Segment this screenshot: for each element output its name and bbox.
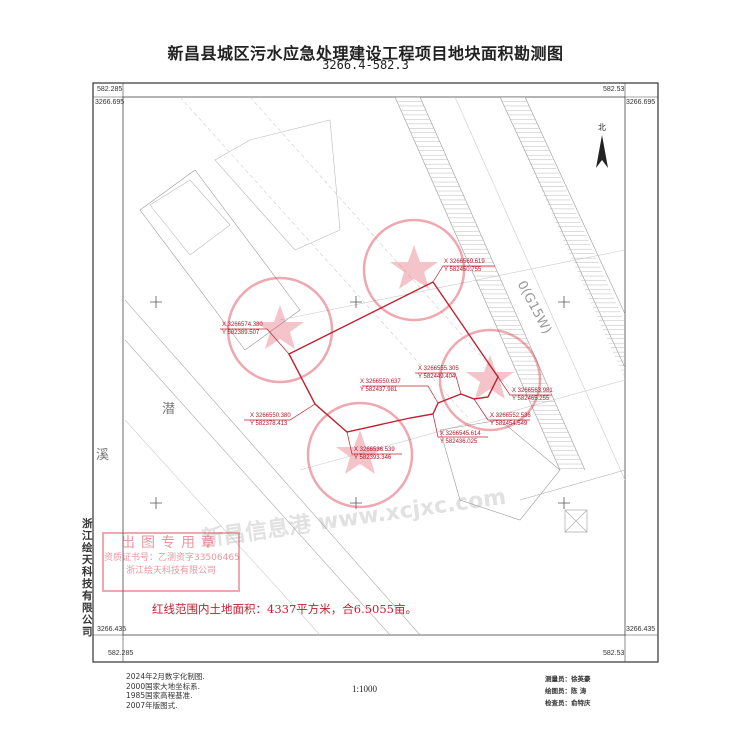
place-label-qian: 潜 xyxy=(162,402,176,417)
map-title: 新昌县城区污水应急处理建设工程项目地块面积勘测图 xyxy=(167,44,564,63)
staff-list: 测量员：徐英豪 绘图员：陈 涛 检查员：俞特庆 xyxy=(545,675,591,707)
company-stamp: 出图专用章 资质证书号：乙测资字33506465 浙江绘天科技有限公司 xyxy=(102,532,240,592)
north-arrow-icon xyxy=(596,135,608,168)
bottom-right-y: 3266.435 xyxy=(626,626,656,633)
top-right-y: 3266.695 xyxy=(626,99,656,106)
bottom-left-x: 582.285 xyxy=(108,650,134,657)
top-left-y: 3266.695 xyxy=(95,99,125,106)
area-statement: 红线范围内土地面积：4337平方米，合6.5055亩。 xyxy=(152,602,418,616)
drawing-notes: 2024年2月数字化制图. 2000国家大地坐标系. 1985国家高程基准. 2… xyxy=(126,672,205,710)
inner-frame xyxy=(122,96,626,636)
map-scale: 1:1000 xyxy=(352,684,378,694)
official-stamps xyxy=(226,218,542,509)
outer-frame xyxy=(92,82,659,663)
leader-lines xyxy=(220,265,552,455)
bottom-right-x: 582.53 xyxy=(603,650,625,657)
top-left-x: 582.285 xyxy=(97,86,123,93)
north-label: 北 xyxy=(598,123,606,132)
base-map xyxy=(124,97,625,635)
grid-crosses xyxy=(150,296,570,509)
bottom-left-y: 3266.435 xyxy=(97,626,127,633)
company-name: 浙江绘天科技有限公司 xyxy=(82,518,93,638)
top-right-x: 582.53 xyxy=(603,86,625,93)
place-label-xi: 溪 xyxy=(96,448,110,463)
sheet-number: 3266.4-582.3 xyxy=(322,58,409,72)
stamp-stars xyxy=(256,245,514,474)
boundary-polygon xyxy=(288,281,499,433)
